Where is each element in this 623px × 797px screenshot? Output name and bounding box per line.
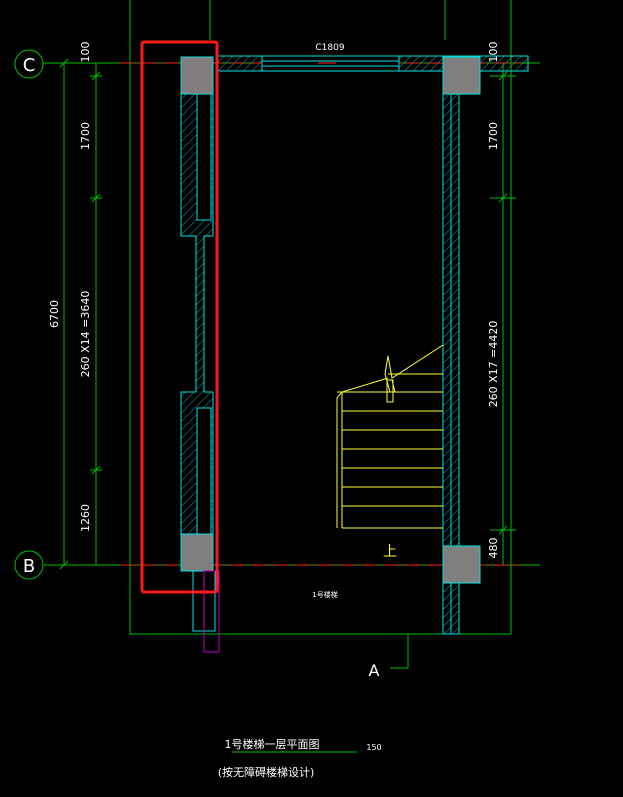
column-bottom-left	[180, 533, 214, 572]
right-dimension-texts: 100 1700 260 X17 =4420 480	[487, 42, 500, 559]
door-opening	[192, 570, 220, 653]
axis-label-a: A	[369, 661, 380, 680]
column-bottom-right	[442, 545, 481, 584]
column-hatch	[181, 57, 213, 94]
title-block: 1号楼梯一层平面图 150 (按无障碍楼梯设计)	[218, 737, 382, 779]
right-dimension-chain	[490, 63, 516, 565]
drawing-subtitle: (按无障碍楼梯设计)	[218, 765, 315, 779]
left-wall	[180, 93, 214, 535]
dim-left-seg1: 1700	[79, 122, 92, 150]
dim-left-seg3: 1260	[79, 504, 92, 532]
window-label: C1809	[315, 43, 344, 53]
left-dimension-chain	[56, 58, 110, 570]
axis-bubble-b: B	[14, 550, 44, 580]
dim-right-seg3: 480	[487, 538, 500, 559]
axis-label-b: B	[23, 556, 35, 577]
drawing-scale: 150	[366, 743, 381, 752]
column-top-right	[442, 56, 481, 95]
stair-up-label: 上	[383, 544, 397, 560]
dim-right-seg2: 260 X17 =4420	[487, 321, 500, 408]
highlight-box	[140, 40, 219, 594]
axis-label-c: C	[23, 55, 36, 76]
room-label: 1号楼梯	[312, 590, 337, 599]
columns	[180, 56, 481, 584]
drawing-title: 1号楼梯一层平面图	[225, 737, 320, 751]
dim-left-top: 100	[79, 42, 92, 63]
axis-bubble-c: C	[14, 49, 44, 79]
dim-left-total: 6700	[48, 300, 61, 328]
stair-flight	[336, 344, 444, 529]
top-wall-window: C1809	[215, 43, 529, 72]
dim-right-seg1: 1700	[487, 122, 500, 150]
left-dimension-texts: 100 1700 260 X14 =3640 1260 6700	[48, 42, 92, 533]
dim-left-seg2: 260 X14 =3640	[79, 291, 92, 378]
